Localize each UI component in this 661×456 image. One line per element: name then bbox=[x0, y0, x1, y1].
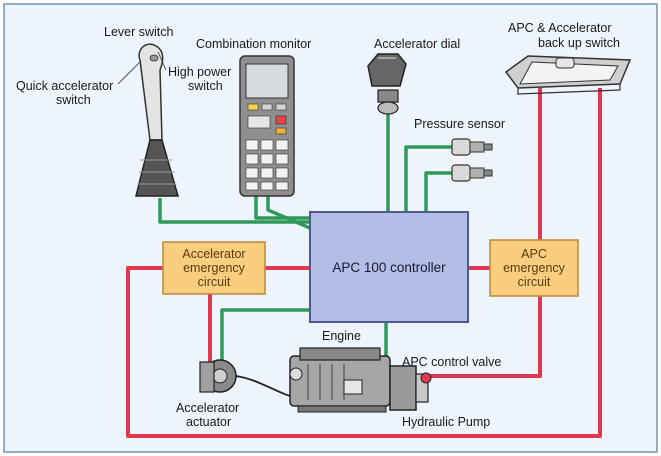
wire-lever-to-controller bbox=[158, 198, 310, 224]
wire-sensor2-to-controller bbox=[424, 171, 452, 212]
leader-lines bbox=[117, 51, 167, 85]
accelerator-emergency-box bbox=[162, 241, 266, 295]
leader-quick-accel bbox=[117, 61, 141, 85]
accel-actuator-label-1: Accelerator bbox=[176, 401, 239, 415]
combination-monitor-label: Combination monitor bbox=[196, 37, 311, 51]
wire-monitor-to-controller-1 bbox=[254, 196, 310, 220]
engine-label: Engine bbox=[322, 329, 361, 343]
lever-switch bbox=[135, 43, 179, 197]
accel-emergency-label-3: circuit bbox=[198, 275, 231, 289]
lever-switch-label: Lever switch bbox=[104, 25, 174, 39]
engine bbox=[289, 347, 391, 413]
power-wires bbox=[126, 88, 602, 438]
accel-actuator-label-2: actuator bbox=[186, 415, 231, 429]
controller-label: APC 100 controller bbox=[332, 260, 446, 275]
signal-wires bbox=[158, 114, 452, 362]
backup-switch-label-2: back up switch bbox=[538, 36, 620, 50]
wire-apc-emergency-to-valve bbox=[426, 296, 542, 378]
accelerator-dial-label: Accelerator dial bbox=[374, 37, 460, 51]
combination-monitor bbox=[239, 55, 295, 197]
wire-sensor1-to-controller bbox=[404, 145, 452, 212]
wire-backup-outer-loop bbox=[126, 88, 602, 438]
apc-emergency-label-1: APC bbox=[521, 247, 547, 261]
pressure-sensor-1 bbox=[451, 138, 493, 156]
quick-accel-label-1: Quick accelerator bbox=[16, 79, 113, 93]
apc-emergency-label-2: emergency bbox=[503, 261, 566, 275]
high-power-label-2: switch bbox=[188, 79, 223, 93]
high-power-label-1: High power bbox=[168, 65, 231, 79]
accelerator-dial bbox=[367, 53, 407, 115]
accel-emergency-label-2: emergency bbox=[183, 261, 246, 275]
backup-switch-label-1: APC & Accelerator bbox=[508, 21, 612, 35]
wire-controller-to-actuator bbox=[220, 308, 310, 362]
wire-monitor-to-controller-2 bbox=[266, 196, 311, 230]
accelerator-actuator bbox=[199, 359, 301, 399]
quick-accel-label-2: switch bbox=[56, 93, 91, 107]
hydraulic-pump bbox=[389, 365, 432, 411]
pressure-sensor-2 bbox=[451, 164, 493, 182]
hydraulic-pump-label: Hydraulic Pump bbox=[402, 415, 490, 429]
apc-controller bbox=[309, 211, 469, 323]
apc-control-valve-label: APC control valve bbox=[402, 355, 501, 369]
backup-switch bbox=[504, 55, 632, 95]
pressure-sensor-label: Pressure sensor bbox=[414, 117, 505, 131]
apc-emergency-label-3: circuit bbox=[518, 275, 551, 289]
accel-emergency-label-1: Accelerator bbox=[182, 247, 245, 261]
leader-high-power bbox=[157, 51, 167, 71]
apc-emergency-box bbox=[489, 239, 579, 297]
